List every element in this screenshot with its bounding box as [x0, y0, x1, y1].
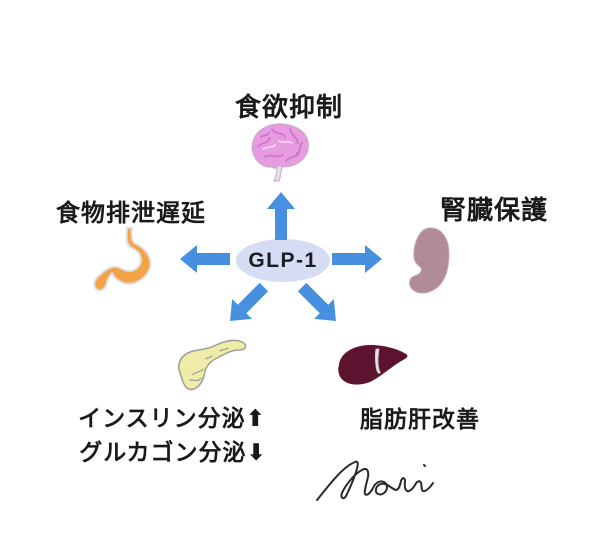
- left-arrow-icon: [180, 245, 230, 273]
- liver-icon: [338, 345, 408, 385]
- kidney-icon: [409, 227, 450, 294]
- appetite-suppression-label: 食欲抑制: [234, 92, 344, 122]
- down-right-arrow-icon: [297, 282, 336, 321]
- brain-icon: [251, 123, 309, 182]
- up-arrow-icon: [267, 192, 295, 240]
- glucagon-secretion-label: グルカゴン分泌⬇: [79, 439, 267, 465]
- pancreas-icon: [178, 339, 247, 391]
- right-arrow-icon: [332, 245, 382, 273]
- glp1-center-node: GLP-1: [236, 239, 330, 282]
- stomach-icon: [93, 227, 152, 292]
- fatty-liver-improvement-label: 脂肪肝改善: [360, 406, 480, 432]
- insulin-secretion-label: インスリン分泌⬆: [78, 405, 266, 431]
- kidney-protection-label: 腎臓保護: [439, 195, 549, 225]
- down-left-arrow-icon: [230, 282, 269, 321]
- delayed-gastric-emptying-label: 食物排泄遅延: [56, 200, 206, 227]
- glp1-label: GLP-1: [248, 248, 318, 272]
- signature: [316, 460, 434, 501]
